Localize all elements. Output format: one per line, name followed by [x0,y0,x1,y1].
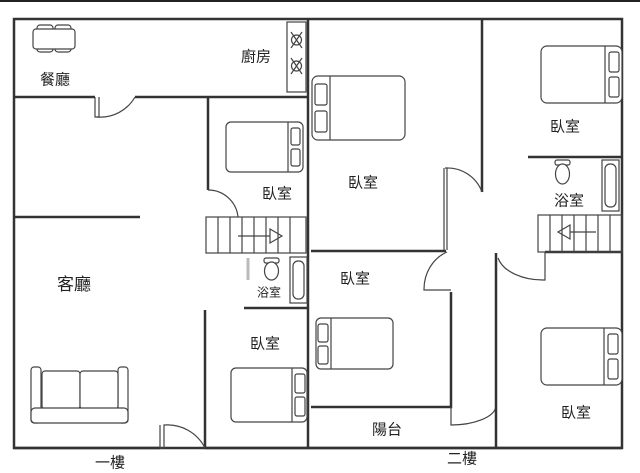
room-label-dining: 餐廳 [40,71,70,89]
floor-label-first: 一樓 [95,454,125,472]
arrow-left-icon [556,223,596,241]
room-label-bedroom: 臥室 [348,174,378,192]
door-arc [443,167,483,250]
door-jamb [94,97,100,118]
room-label-bathroom: 浴室 [554,192,584,210]
bathroom-wall [203,306,308,448]
door-arc [207,189,239,218]
toilet-icon [554,159,571,185]
door-arc [497,252,546,281]
stove-icon [286,21,307,93]
bed-icon [311,75,406,141]
bed-icon [540,327,623,386]
arrow-right-icon [238,227,284,245]
bathtub-icon [601,159,620,212]
door-arc [96,96,136,118]
room-label-bedroom: 臥室 [340,270,370,288]
room-label-kitchen: 廚房 [241,48,271,66]
dining-table-icon [32,24,76,53]
balcony-door [450,406,497,426]
bed-icon [230,367,308,423]
room-label-bedroom: 臥室 [561,404,591,422]
stairs-2f [537,214,623,253]
bed-icon [540,45,623,104]
bed-icon [225,121,304,173]
toilet-icon [263,257,280,281]
floor-label-second: 二樓 [447,450,477,468]
entrance-door [159,424,206,449]
room-label-bathroom: 浴室 [257,285,281,300]
bed-icon [315,317,394,370]
door-arc [423,251,451,291]
room-label-living: 客廳 [57,275,91,295]
room-label-bedroom: 臥室 [250,335,280,353]
top-border [0,0,640,2]
stairs-1f [205,216,307,254]
room-label-bedroom: 臥室 [550,118,580,136]
room-label-balcony: 陽台 [372,421,402,439]
room-label-bedroom: 臥室 [262,185,292,203]
bathtub-icon [289,256,308,304]
sofa-icon [30,366,129,424]
